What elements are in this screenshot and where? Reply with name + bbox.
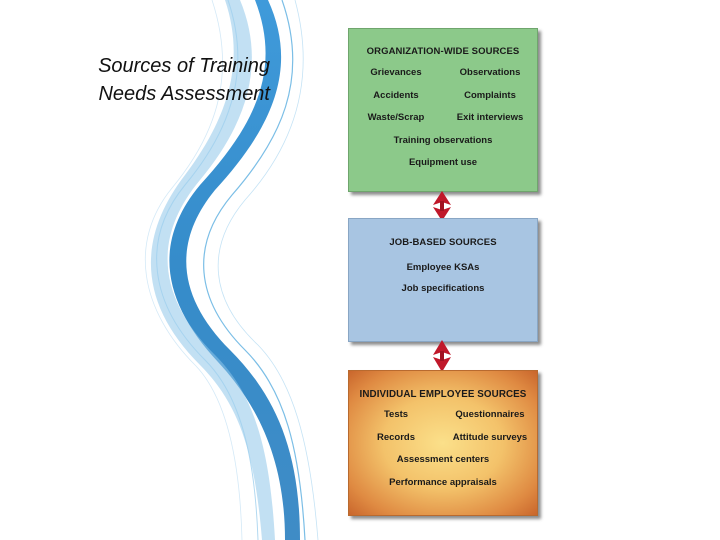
source-accidents: Accidents [373, 89, 419, 101]
individual-employee-sources-box: INDIVIDUAL EMPLOYEE SOURCES Tests Questi… [348, 370, 538, 516]
individual-employee-sources-title: INDIVIDUAL EMPLOYEE SOURCES [359, 389, 527, 400]
organization-wide-sources-box: ORGANIZATION-WIDE SOURCES Grievances Obs… [348, 28, 538, 192]
wave-band-main [169, 0, 300, 540]
source-complaints: Complaints [464, 89, 516, 101]
slide-title-line-2: Needs Assessment [98, 83, 270, 105]
org-sources-row: Accidents Complaints [349, 90, 537, 113]
source-exit-interviews: Exit interviews [456, 112, 524, 123]
org-sources-row: Grievances Observations [349, 67, 537, 90]
org-sources-row: Waste/Scrap Exit interviews [349, 112, 537, 135]
source-grievances: Grievances [370, 67, 422, 78]
source-assessment-centers: Assessment centers [396, 454, 490, 465]
individual-sources-row: Tests Questionnaires [349, 409, 537, 432]
source-training-observations: Training observations [393, 134, 493, 146]
wave-line-3 [217, 0, 319, 540]
organization-wide-sources-title: ORGANIZATION-WIDE SOURCES [366, 46, 520, 57]
source-attitude-surveys: Attitude surveys [452, 431, 528, 443]
double-arrow-icon [433, 191, 451, 221]
wave-line-2 [156, 0, 259, 540]
job-based-sources-box: JOB-BASED SOURCES Employee KSAs Job spec… [348, 218, 538, 342]
source-employee-ksas: Employee KSAs [406, 262, 480, 273]
double-arrow-icon [433, 340, 451, 372]
source-observations: Observations [459, 67, 521, 78]
job-based-sources-title: JOB-BASED SOURCES [389, 237, 497, 248]
source-tests: Tests [383, 409, 409, 420]
wave-line-1 [203, 0, 306, 540]
source-performance-appraisals: Performance appraisals [389, 476, 497, 488]
slide-title-line-1: Sources of Training [98, 55, 270, 77]
individual-sources-row: Records Attitude surveys [349, 432, 537, 455]
wave-band-light [150, 0, 275, 540]
source-equipment-use: Equipment use [408, 157, 478, 168]
source-questionnaires: Questionnaires [455, 409, 525, 420]
source-waste-scrap: Waste/Scrap [367, 112, 425, 123]
slide-title: Sources of Training Needs Assessment [40, 52, 270, 108]
wave-line-4 [144, 0, 243, 540]
source-records: Records [376, 431, 415, 443]
source-job-specifications: Job specifications [401, 283, 485, 294]
